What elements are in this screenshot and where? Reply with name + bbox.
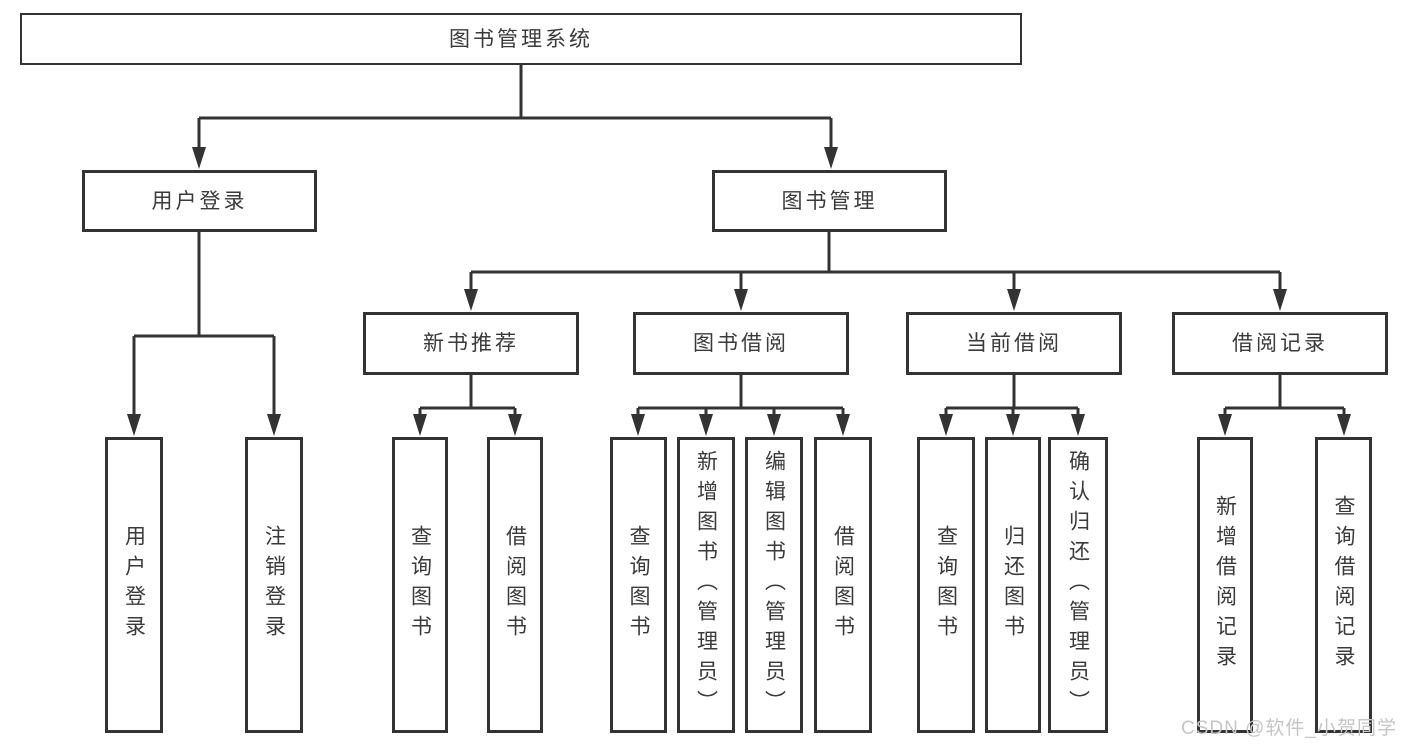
node-label: 注销登录	[262, 525, 286, 645]
node-label: 查询借阅记录	[1332, 495, 1355, 675]
node-label: 查询图书	[627, 525, 650, 645]
node-book-management: 图书管理	[712, 170, 947, 232]
node-label: 用户登录	[151, 189, 248, 213]
node-label: 借阅记录	[1232, 332, 1328, 355]
arrowheads	[127, 147, 1351, 436]
leaf-borrow-books: 借阅图书	[814, 437, 872, 733]
node-label: 新增图书（管理员）	[694, 450, 718, 720]
node-current-borrowing: 当前借阅	[906, 312, 1122, 375]
node-borrowing-records: 借阅记录	[1172, 312, 1388, 375]
leaf-add-book-admin: 新增图书（管理员）	[677, 437, 735, 733]
node-label: 确认归还（管理员）	[1066, 450, 1090, 720]
node-label: 新书推荐	[423, 332, 519, 355]
leaf-query-books-recommend: 查询图书	[392, 437, 448, 733]
node-label: 查询图书	[934, 525, 958, 645]
leaf-query-books-borrow: 查询图书	[610, 437, 667, 733]
node-label: 用户登录	[122, 525, 146, 645]
leaf-confirm-return-admin: 确认归还（管理员）	[1048, 437, 1108, 733]
node-label: 当前借阅	[966, 332, 1062, 355]
leaf-logout: 注销登录	[245, 437, 303, 733]
csdn-watermark: CSDN @软件_小贺同学	[1181, 718, 1397, 739]
node-label: 图书管理	[781, 189, 878, 213]
node-user-login: 用户登录	[82, 170, 317, 232]
leaf-add-borrow-record: 新增借阅记录	[1197, 437, 1253, 733]
leaf-user-login: 用户登录	[105, 437, 163, 733]
node-library-management-system: 图书管理系统	[20, 13, 1022, 65]
connector-segments	[132, 65, 1346, 417]
node-label: 借阅图书	[503, 525, 527, 645]
leaf-borrow-books-recommend: 借阅图书	[487, 437, 543, 733]
node-label: 编辑图书（管理员）	[762, 450, 786, 720]
leaf-edit-book-admin: 编辑图书（管理员）	[745, 437, 803, 733]
leaf-query-borrow-record: 查询借阅记录	[1315, 437, 1372, 733]
leaf-query-books-current: 查询图书	[917, 437, 975, 733]
node-label: 图书借阅	[693, 332, 789, 355]
node-new-book-recommendation: 新书推荐	[363, 312, 579, 375]
node-book-borrowing: 图书借阅	[633, 312, 849, 375]
node-label: 新增借阅记录	[1213, 495, 1237, 675]
node-label: 归还图书	[1001, 525, 1025, 645]
leaf-return-books: 归还图书	[985, 437, 1041, 733]
node-label: 借阅图书	[831, 525, 855, 645]
node-label: 查询图书	[408, 525, 432, 645]
node-label: 图书管理系统	[449, 27, 593, 51]
